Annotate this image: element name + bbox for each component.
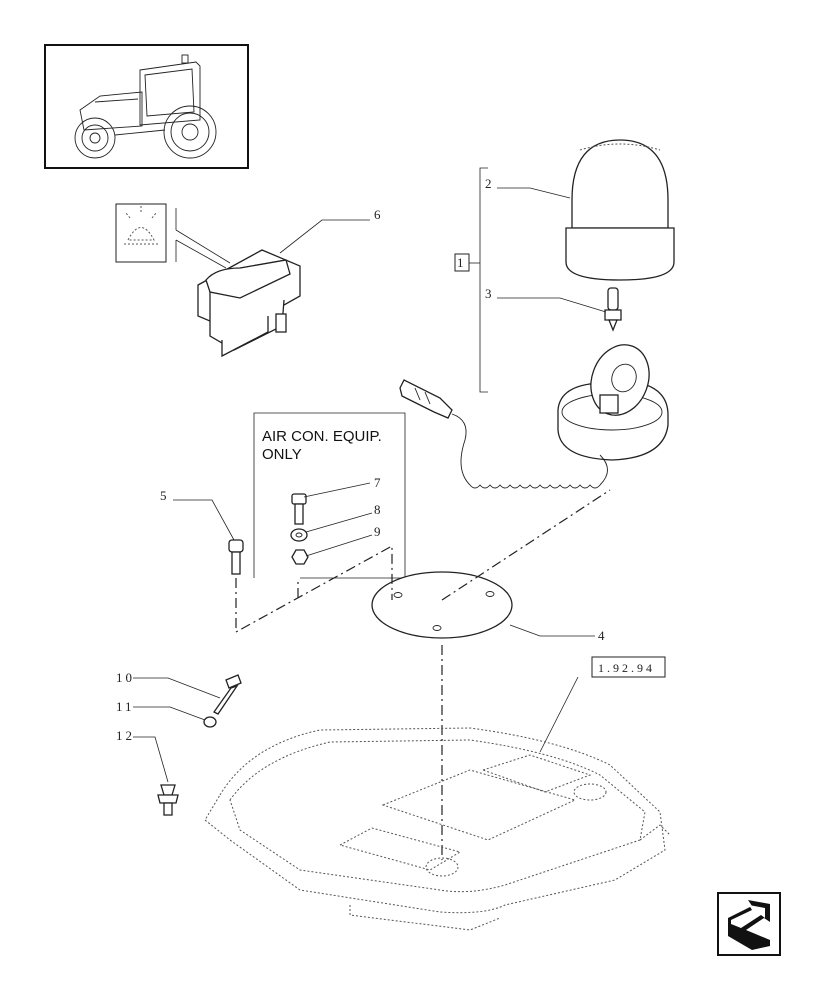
beacon-switch[interactable] (115, 203, 301, 358)
callout-9: 9 (374, 524, 381, 539)
air-con-note-box: AIR CON. EQUIP. ONLY (253, 412, 406, 579)
callout-1: 1 (457, 255, 464, 270)
note-line-2: ONLY (262, 446, 302, 463)
nut-9[interactable] (291, 549, 309, 565)
callout-6: 6 (374, 207, 381, 222)
callout-3: 3 (485, 286, 492, 301)
beacon-bulb[interactable] (604, 287, 622, 332)
callout-4: 4 (598, 628, 605, 643)
mounting-plate[interactable] (371, 571, 513, 639)
callout-12: 12 (116, 728, 135, 743)
tractor-thumbnail[interactable] (44, 44, 249, 169)
callout-7: 7 (374, 475, 381, 490)
beacon-light-symbol-icon (124, 206, 158, 245)
screw-10[interactable] (213, 674, 242, 715)
beacon-dome[interactable] (565, 139, 675, 281)
note-line-1: AIR CON. EQUIP. (262, 428, 382, 445)
callout-10: 10 (116, 670, 135, 685)
washer-11[interactable] (203, 716, 217, 728)
washer-8[interactable] (290, 528, 308, 542)
fastener-12[interactable] (157, 784, 179, 816)
beacon-base[interactable] (399, 337, 669, 489)
cab-roof (204, 727, 671, 931)
callout-11: 11 (116, 699, 135, 714)
callout-8: 8 (374, 502, 381, 517)
callout-5: 5 (160, 488, 167, 503)
reference-box[interactable]: 1.92.94 (591, 656, 666, 678)
tractor-thumbnail-icon (74, 54, 217, 159)
next-page-button[interactable] (717, 892, 781, 956)
next-page-arrow-icon (728, 900, 770, 950)
reference-code: 1.92.94 (598, 661, 655, 675)
screw-5[interactable] (228, 539, 244, 575)
screw-7[interactable] (291, 493, 307, 525)
callout-2: 2 (485, 176, 492, 191)
